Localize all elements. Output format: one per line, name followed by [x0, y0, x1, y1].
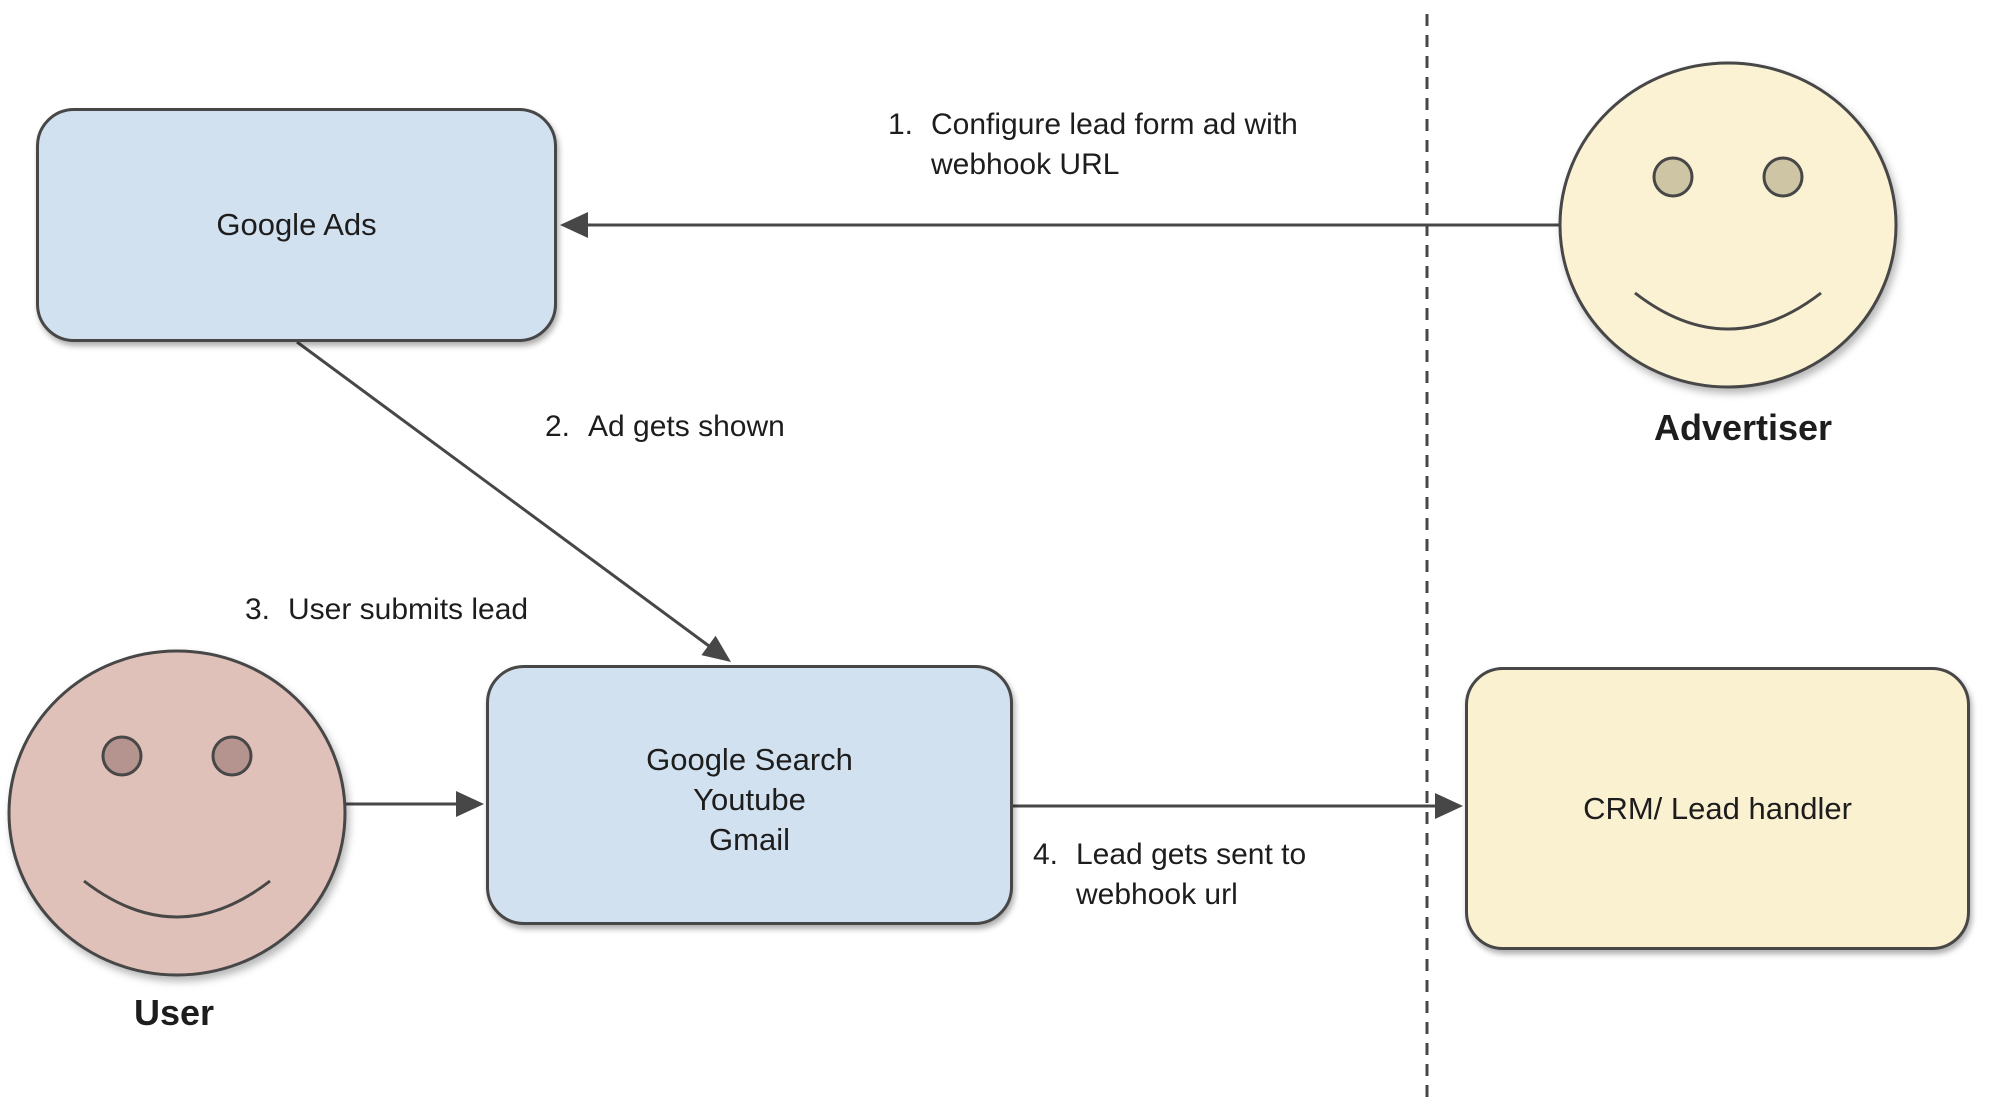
node-google-properties-line3: Gmail: [709, 822, 790, 857]
node-crm-lead-handler: CRM/ Lead handler: [1465, 667, 1970, 950]
user-smile-icon: [83, 879, 271, 919]
arrow-ad-gets-shown: [296, 340, 731, 662]
advertiser-right-eye-icon: [1762, 156, 1804, 198]
node-google-ads-label: Google Ads: [216, 207, 377, 242]
step-1-line2: webhook URL: [931, 148, 1120, 181]
step-4-number: 4.: [1033, 838, 1059, 871]
step-4-line1: Lead gets sent to: [1076, 838, 1307, 871]
arrowhead-right-icon: [1435, 793, 1463, 819]
arrowhead-diagonal-icon: [701, 635, 731, 662]
user-smiley-icon: [7, 649, 347, 977]
user-left-eye-icon: [101, 735, 143, 777]
step-1-line1: Configure lead form ad with: [931, 108, 1298, 141]
node-google-properties-line1: Google Search: [646, 742, 853, 777]
advertiser-smiley-icon: [1558, 61, 1898, 389]
step-1-label: 1. Configure lead form ad with webhook U…: [888, 105, 1298, 185]
arrow-user-submits-lead: [345, 791, 484, 817]
step-2-number: 2.: [545, 410, 571, 443]
step-4-line2: webhook url: [1076, 878, 1238, 911]
step-3-label: 3. User submits lead: [245, 590, 528, 630]
user-label: User: [133, 992, 215, 1033]
step-2-line1: Ad gets shown: [588, 410, 785, 443]
advertiser-smile-icon: [1634, 291, 1822, 331]
arrow-lead-sent-to-webhook: [1013, 793, 1463, 819]
arrowhead-right-icon: [456, 791, 484, 817]
node-crm-label: CRM/ Lead handler: [1583, 790, 1852, 826]
arrow-configure-lead-form: [560, 212, 1561, 238]
advertiser-left-eye-icon: [1652, 156, 1694, 198]
step-2-label: 2. Ad gets shown: [545, 407, 785, 447]
step-1-number: 1.: [888, 108, 914, 141]
step-4-label: 4. Lead gets sent to webhook url: [1033, 835, 1306, 915]
node-google-ads: Google Ads: [36, 108, 557, 342]
user-face: [7, 649, 347, 977]
step-3-number: 3.: [245, 593, 271, 626]
node-google-properties: Google Search Youtube Gmail: [486, 665, 1013, 925]
user-right-eye-icon: [211, 735, 253, 777]
arrowhead-left-icon: [560, 212, 588, 238]
step-3-line1: User submits lead: [288, 593, 529, 626]
advertiser-label: Advertiser: [1653, 407, 1833, 448]
advertiser-face: [1558, 61, 1898, 389]
node-google-properties-line2: Youtube: [693, 782, 806, 817]
